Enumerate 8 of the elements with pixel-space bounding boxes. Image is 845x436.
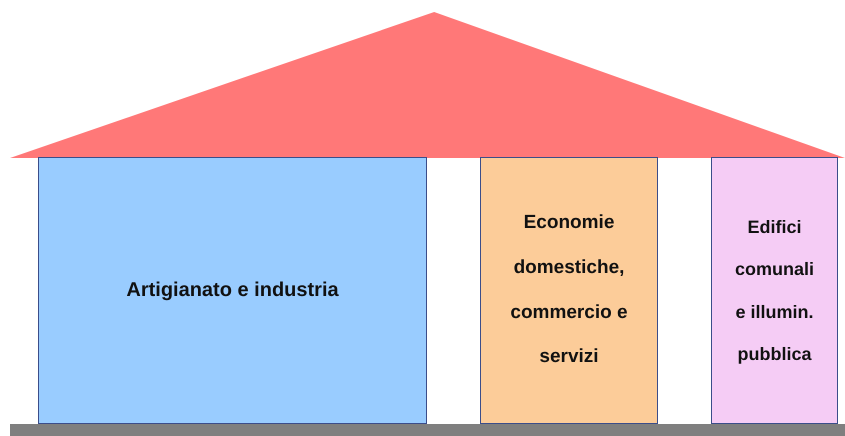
pillar-label: Artigianato e industria [126,278,339,303]
pillar-label: Economie domestiche, commercio e servizi [509,211,629,370]
pillar [711,157,838,424]
base-bar [10,424,845,436]
roof [10,12,845,158]
pillar [38,157,427,424]
pillar-label: Edifici comunali e illumin. pubblica [734,216,815,366]
pillar [480,157,658,424]
